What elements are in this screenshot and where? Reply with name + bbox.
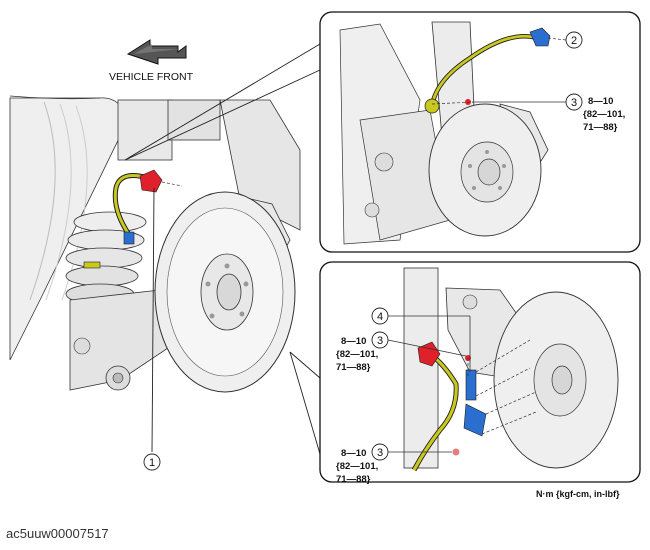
figure-id: ac5uuw00007517 — [6, 526, 109, 541]
torque-spec-mid: 8—10 {82—101, 71—88} — [336, 336, 381, 373]
vehicle-front-arrow — [126, 39, 187, 65]
main-illustration — [9, 95, 301, 393]
callout-3-bottom-label: 3 — [377, 447, 383, 459]
callout-4-label: 4 — [377, 311, 383, 323]
vehicle-front-label: VEHICLE FRONT — [109, 71, 194, 83]
detail-view-top — [319, 11, 641, 253]
units-note: N·m {kgf-cm, in-lbf} — [536, 489, 620, 499]
torque-spec-bottom: 8—10 {82—101, 71—88} — [336, 448, 381, 485]
callout-3-mid-label: 3 — [377, 335, 383, 347]
callout-3-top-label: 3 — [571, 97, 577, 109]
callout-3-top — [565, 93, 583, 111]
zoom-leader-lines — [124, 43, 321, 455]
callout-2 — [565, 31, 583, 49]
callout-1-label: 1 — [149, 457, 155, 469]
torque-spec-top: 8—10 {82—101, 71—88} — [583, 96, 628, 133]
callout-1 — [143, 453, 161, 471]
detail-view-bottom — [319, 261, 641, 483]
callout-2-label: 2 — [571, 35, 577, 47]
